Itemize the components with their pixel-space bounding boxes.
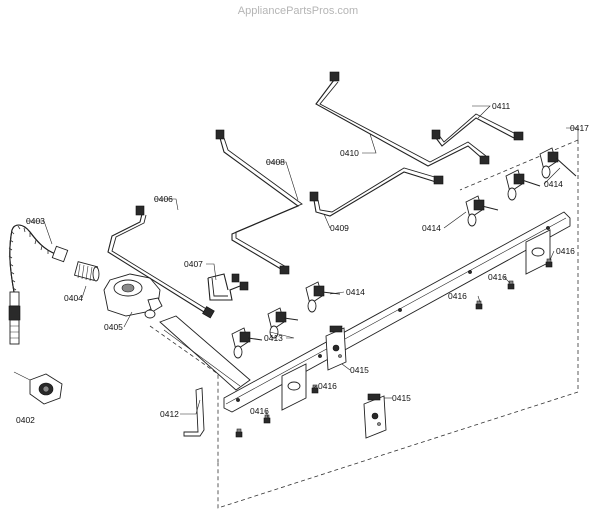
- callout-0417: 0417: [570, 123, 589, 133]
- manifold-rail: [223, 211, 571, 413]
- gas-tube-0411: [431, 113, 524, 147]
- callout-0403: 0403: [26, 216, 45, 226]
- manifold-pipe-0412: [159, 315, 251, 437]
- gas-tube-0410: [315, 71, 490, 167]
- callout-0416-c: 0416: [448, 291, 467, 301]
- callout-0415-a: 0415: [350, 365, 369, 375]
- callout-0416-e: 0416: [556, 246, 575, 256]
- callout-0416-a: 0416: [318, 381, 337, 391]
- gas-valve-0413: [231, 327, 263, 359]
- leader-lines: [26, 105, 579, 419]
- callout-0408: 0408: [266, 157, 285, 167]
- adapter-fitting-0404: [73, 261, 100, 282]
- callout-0404: 0404: [64, 293, 83, 303]
- callout-0414-b: 0414: [422, 223, 441, 233]
- spark-module-0415-upper: [325, 325, 347, 371]
- callout-0414-c: 0414: [544, 179, 563, 189]
- gas-tube-0409: [309, 167, 444, 217]
- assembly-boundary: [149, 139, 579, 509]
- callout-0411: 0411: [492, 101, 511, 111]
- watermark-text: AppliancePartsPros.com: [238, 5, 358, 17]
- callout-0402: 0402: [16, 415, 35, 425]
- callout-0416-d: 0416: [488, 272, 507, 282]
- flex-hose-0403: [8, 224, 69, 345]
- callout-0409: 0409: [330, 223, 349, 233]
- gas-valve-0414-rear: [505, 169, 541, 201]
- callout-labels: 0402 0403 0404 0405 0406 0407 0408 0409 …: [16, 101, 589, 425]
- callout-0405: 0405: [104, 322, 123, 332]
- gas-tube-0407: [207, 273, 249, 301]
- callout-0406: 0406: [154, 194, 173, 204]
- gas-valve-0414-center: [465, 195, 499, 227]
- callout-0414-a: 0414: [346, 287, 365, 297]
- screws-0416: [235, 258, 553, 438]
- pressure-regulator-0405: [103, 273, 163, 319]
- callout-0412: 0412: [160, 409, 179, 419]
- gas-tube-0408: [215, 129, 303, 275]
- callout-0416-b: 0416: [250, 406, 269, 416]
- spark-module-0415-lower: [363, 393, 387, 439]
- gas-valve-0414-right: [539, 147, 577, 179]
- callout-0410: 0410: [340, 148, 359, 158]
- callout-0415-b: 0415: [392, 393, 411, 403]
- component-0402: [13, 371, 63, 405]
- gas-valve-0414-mid: [305, 281, 341, 313]
- gas-tube-0406: [107, 205, 215, 319]
- callout-0413: 0413: [264, 333, 283, 343]
- callout-0407: 0407: [184, 259, 203, 269]
- gas-valve-0414-front: [267, 307, 299, 339]
